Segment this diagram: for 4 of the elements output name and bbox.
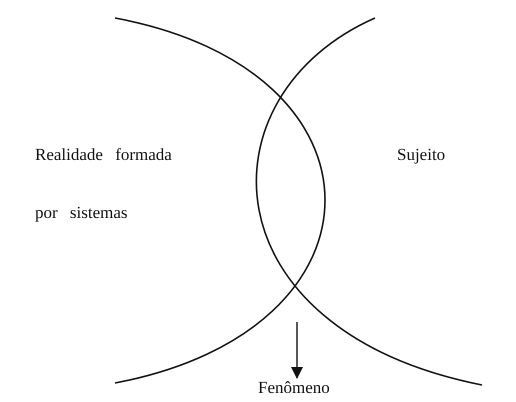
- node-label: Sujeito: [397, 144, 446, 166]
- node-label: Realidade formada por sistemas: [35, 144, 173, 224]
- arrow: [291, 322, 303, 379]
- node-label: Fenômeno: [258, 377, 331, 399]
